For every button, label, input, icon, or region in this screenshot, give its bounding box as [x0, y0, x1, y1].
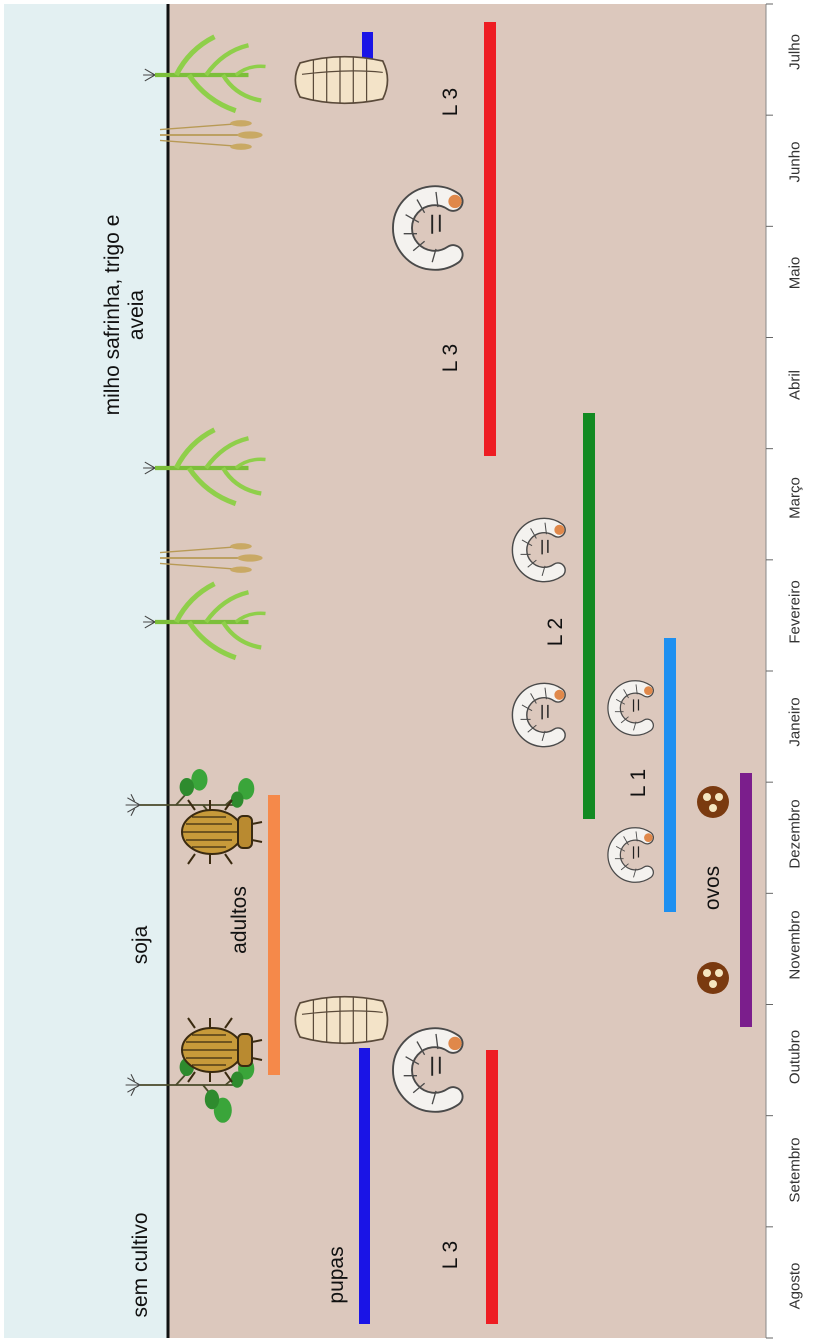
month-label: Outubro [787, 1030, 804, 1084]
month-label: Julho [787, 34, 804, 70]
stage-label-ovos: ovos [701, 866, 725, 910]
stage-label-l1: L 1 [627, 769, 651, 797]
month-label: Agosto [787, 1263, 804, 1310]
month-label: Maio [787, 257, 804, 290]
month-label: Março [787, 477, 804, 519]
month-label: Junho [787, 142, 804, 183]
month-label: Dezembro [787, 799, 804, 868]
l3-bar-early [486, 1050, 498, 1324]
month-label: Setembro [787, 1137, 804, 1202]
pupa-icon [295, 996, 387, 1044]
l3-bar-late [484, 22, 496, 456]
pupas-bar [359, 1048, 370, 1324]
crop-label-sem-cultivo: sem cultivo [129, 1212, 153, 1317]
month-label: Janeiro [787, 697, 804, 746]
ovos-bar [740, 773, 752, 1027]
stage-label-l3-early: L 3 [439, 1241, 463, 1269]
pupa-icon [295, 56, 387, 104]
stage-label-l3-late-1: L 3 [439, 344, 463, 372]
month-label: Novembro [787, 910, 804, 979]
egg-icon [697, 962, 729, 994]
stage-label-l3-late-2: L 3 [439, 88, 463, 116]
l2-bar [583, 413, 595, 819]
month-label: Fevereiro [787, 580, 804, 643]
crop-label-milho: milho safrinha, trigo e aveia [101, 205, 149, 425]
lifecycle-background [168, 4, 766, 1338]
stage-label-adultos: adultos [228, 886, 252, 954]
month-label: Abril [787, 370, 804, 400]
l1-bar [664, 638, 676, 912]
stage-label-pupas: pupas [325, 1246, 349, 1303]
crop-label-soja: soja [129, 926, 153, 965]
egg-icon [697, 786, 729, 818]
adultos-bar [268, 795, 280, 1075]
stage-label-l2: L 2 [544, 618, 568, 646]
month-ticks [766, 4, 773, 1338]
